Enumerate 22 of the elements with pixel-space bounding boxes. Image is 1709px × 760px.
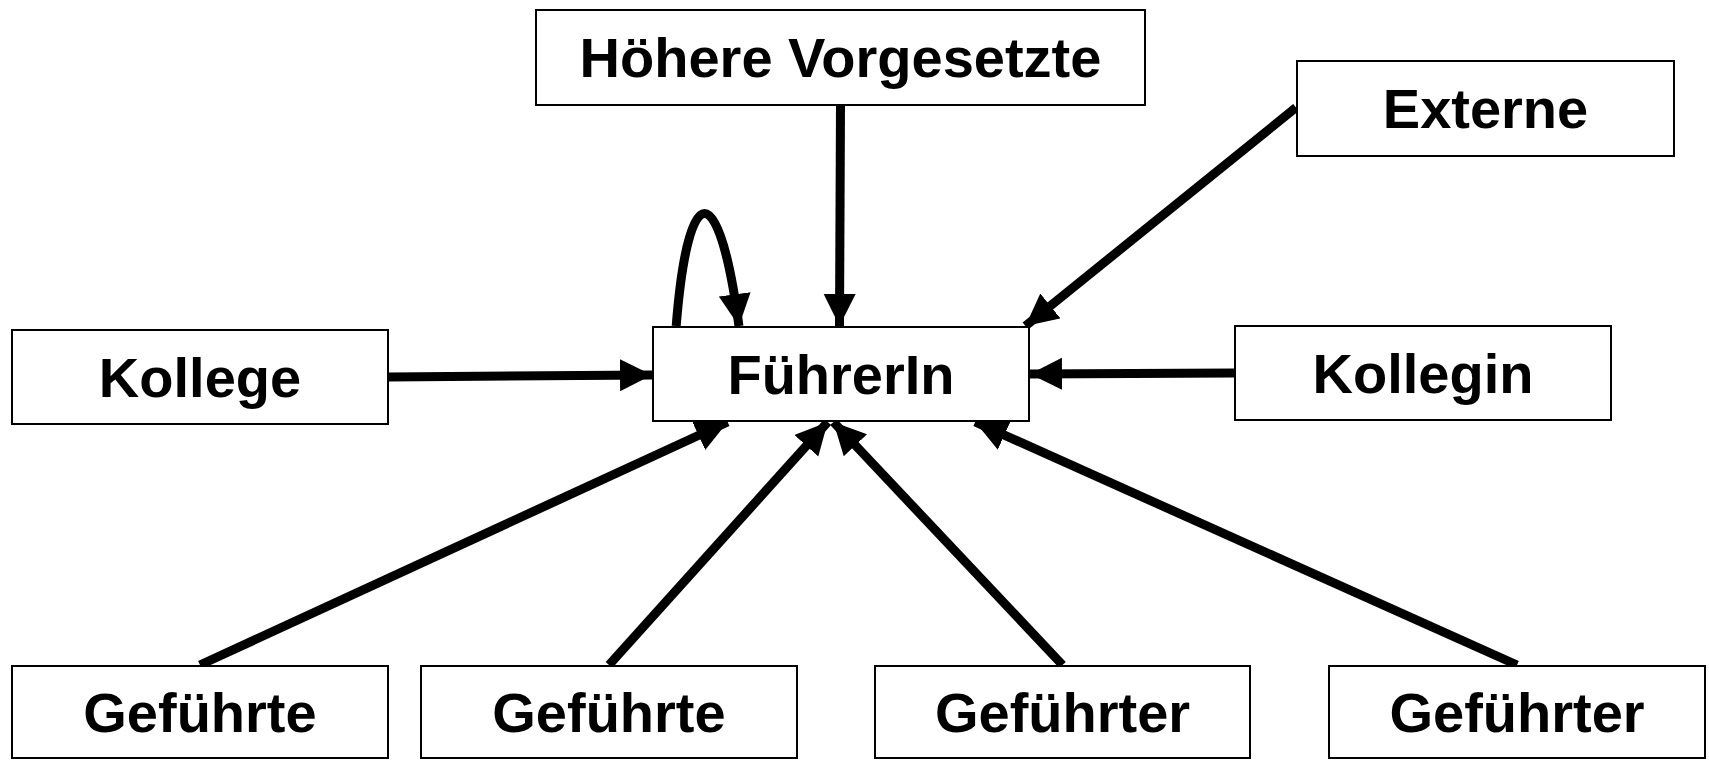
process-box	[11, 329, 389, 425]
process-box	[652, 326, 1030, 422]
arrow	[823, 106, 856, 326]
process-box	[535, 9, 1146, 106]
box-label: Externe	[1382, 76, 1589, 141]
arrow	[388, 359, 653, 392]
process-box	[11, 665, 389, 759]
process-box	[1234, 325, 1612, 421]
process-box	[874, 665, 1251, 759]
loop-arrow	[671, 209, 750, 327]
process-box	[1296, 60, 1675, 157]
box-label: Geführte	[83, 679, 317, 745]
box-label: Kollegin	[1312, 340, 1534, 406]
box-label: FührerIn	[727, 341, 955, 407]
box-label: Geführter	[934, 679, 1191, 745]
arrow	[1030, 357, 1234, 390]
box-label: Kollege	[98, 344, 302, 410]
process-box	[420, 665, 798, 759]
box-label: Geführte	[492, 679, 726, 745]
box-label: Höhere Vorgesetzte	[579, 25, 1102, 90]
box-label: Geführter	[1389, 679, 1645, 745]
process-box	[1328, 665, 1706, 759]
